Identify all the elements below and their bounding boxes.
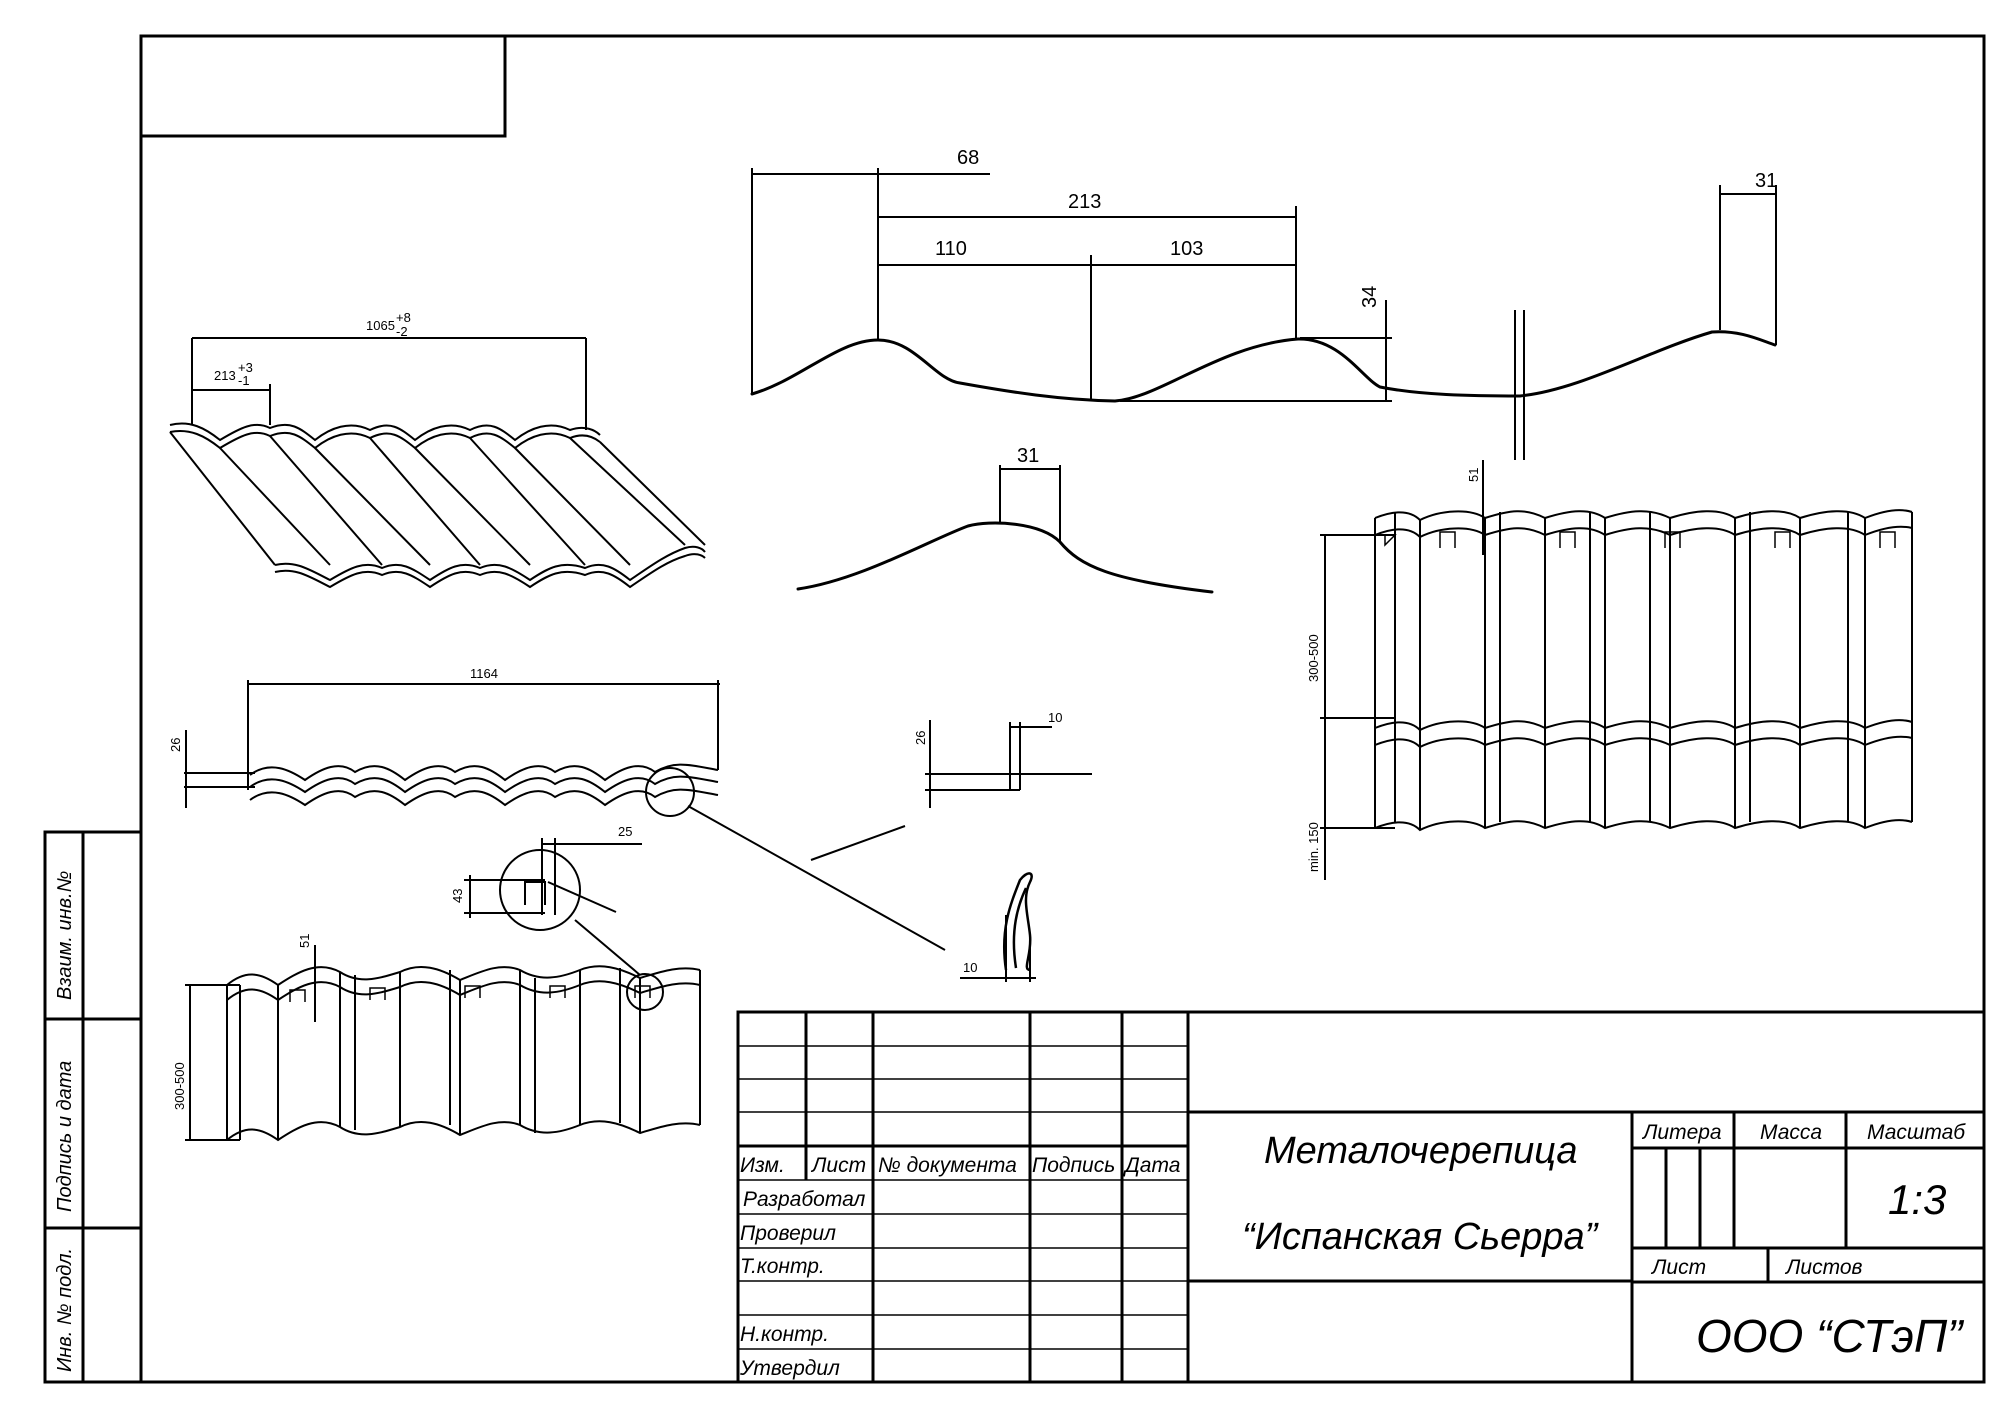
front-view-right: 51 300-500 min. 150 [1306, 460, 1913, 880]
dim-213-tol-plus: +3 [238, 360, 253, 375]
side-stamp-vzaim: Взаим. инв.№ [54, 871, 76, 1000]
tb-title-line1: Металочерепица [1264, 1130, 1578, 1172]
tb-massa-label: Масса [1760, 1121, 1822, 1144]
dim-25: 25 [618, 824, 632, 839]
dim-34: 34 [1359, 286, 1381, 308]
front-view-left: 51 300-500 [172, 934, 701, 1142]
edge-detail: 26 10 [810, 710, 1092, 861]
dim-1065-tol-plus: +8 [396, 310, 411, 325]
dim-213-pitch: 213 [214, 368, 236, 383]
dim-1164: 1164 [470, 666, 498, 681]
dim-31-crest: 31 [1017, 445, 1039, 467]
dim-213-tol-minus: -1 [238, 373, 250, 388]
dim-26-left: 26 [168, 738, 183, 752]
dim-10-bottom: 10 [963, 960, 977, 975]
tb-header-doc: № документа [878, 1154, 1017, 1177]
tb-title-line2: “Испанская Сьерра” [1242, 1216, 1600, 1258]
dim-110: 110 [935, 238, 967, 260]
tb-masshtab-label: Масштаб [1867, 1121, 1966, 1144]
dim-68: 68 [957, 147, 979, 169]
dim-1065: 1065 [366, 318, 395, 333]
side-stamp-inv: Инв. № подл. [54, 1248, 76, 1372]
side-stamp-podpis: Подпись и дата [54, 1061, 76, 1212]
side-view: 1164 26 [168, 666, 946, 951]
dim-213: 213 [1068, 191, 1101, 213]
tb-header-list: Лист [810, 1154, 866, 1177]
hook-detail: 10 [960, 872, 1036, 982]
dim-min-right: min. 150 [1306, 822, 1321, 872]
tb-role-nkontr: Н.контр. [740, 1323, 829, 1346]
side-stamp: Взаим. инв.№ Подпись и дата Инв. № подл. [43, 830, 143, 1384]
tb-organization: ООО “СТэП” [1696, 1310, 1965, 1362]
tb-role-utverdil: Утвердил [739, 1357, 840, 1380]
tb-header-data: Дата [1123, 1154, 1180, 1177]
dim-26-detail: 26 [913, 731, 928, 745]
tb-header-podpis: Подпись [1032, 1154, 1115, 1177]
dim-51-left: 51 [297, 934, 312, 948]
title-block: Изм. Лист № документа Подпись Дата Разра… [736, 1010, 1986, 1384]
tb-header-izm: Изм. [740, 1154, 785, 1177]
dim-10-top: 10 [1048, 710, 1062, 725]
tb-role-razrabotal: Разработал [743, 1188, 866, 1211]
tb-role-proveril: Проверил [740, 1222, 836, 1245]
lock-detail: 25 43 [450, 824, 642, 976]
dim-43: 43 [450, 889, 465, 903]
dim-range-left: 300-500 [172, 1062, 187, 1110]
tb-role-tkontr: Т.контр. [740, 1255, 825, 1278]
tb-scale-value: 1:3 [1888, 1176, 1946, 1223]
tb-list-label: Лист [1650, 1256, 1706, 1279]
dim-range-right: 300-500 [1306, 634, 1321, 682]
tb-litera-label: Литера [1641, 1121, 1722, 1144]
tb-listov-label: Листов [1784, 1256, 1863, 1279]
crest-detail: 31 [796, 445, 1214, 594]
dim-51-right: 51 [1466, 468, 1481, 482]
profile-section: 68 213 110 103 34 31 [750, 147, 1777, 460]
dim-1065-tol-minus: -2 [396, 324, 408, 339]
isometric-sheet: 1065 +8 -2 213 +3 -1 [169, 310, 706, 589]
dim-31-top: 31 [1755, 170, 1777, 192]
dim-103: 103 [1170, 238, 1203, 260]
